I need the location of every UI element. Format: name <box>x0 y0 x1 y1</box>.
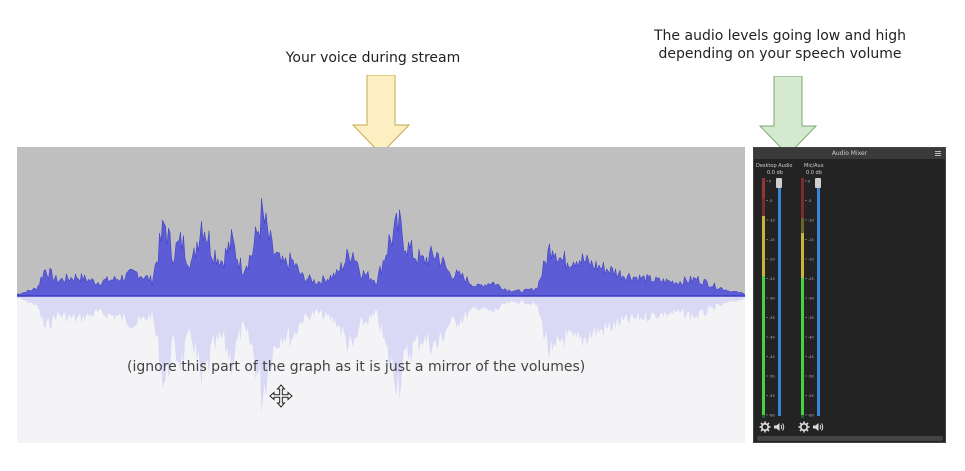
meter-tick-label: -50 <box>769 375 775 379</box>
volume-meter-desktop-audio: 0 -5 -10 -15 -20 -25 -30 -35 -40 -45 -50 -55 -60 <box>762 178 775 418</box>
mixer-title: Audio Mixer <box>831 150 868 157</box>
volume-slider-track-mic-aux[interactable] <box>817 178 820 416</box>
meter-tick-label: -45 <box>769 355 775 359</box>
meter-tick-label: -25 <box>769 277 775 281</box>
channel-name-desktop-audio: Desktop Audio <box>756 163 793 169</box>
meter-tick-label: -45 <box>808 355 814 359</box>
volume-slider-track-desktop-audio[interactable] <box>778 178 781 416</box>
waveform-graph <box>17 198 745 414</box>
meter-tick-label: -10 <box>808 219 814 223</box>
meter-tick-label: -25 <box>808 277 814 281</box>
meter-tick-label: -35 <box>769 316 775 320</box>
voice-caption: Your voice during stream <box>285 50 461 66</box>
volume-meter-mic-aux: 0 -5 -10 -15 -20 -25 -30 -35 -40 -45 -50 -55 -60 <box>801 178 814 418</box>
mixer-titlebar: Audio Mixer <box>754 148 945 159</box>
mixer-horizontal-scrollbar[interactable] <box>757 436 943 441</box>
meter-tick-label: -5 <box>808 199 812 203</box>
gear-icon[interactable] <box>759 421 771 433</box>
meter-tick-label: -15 <box>808 238 814 242</box>
meter-tick-label: -50 <box>808 375 814 379</box>
speaker-icon[interactable] <box>773 421 785 433</box>
meter-tick-label: 0 <box>769 180 771 184</box>
volume-slider-knob-desktop-audio[interactable] <box>776 178 782 188</box>
meter-tick-label: -30 <box>769 297 775 301</box>
meter-tick-label: 0 <box>808 180 810 184</box>
waveform-panel: (ignore this part of the graph as it is … <box>17 147 745 443</box>
meter-tick-label: -20 <box>769 258 775 262</box>
meter-tick-label: -40 <box>808 336 814 340</box>
meter-tick-label: -60 <box>769 414 775 418</box>
waveform-mirror <box>17 296 745 414</box>
meter-tick-label: -40 <box>769 336 775 340</box>
meter-scale-mic-aux: 0 -5 -10 -15 -20 -25 -30 -35 -40 -45 -50 -55 -60 <box>805 180 814 418</box>
meter-tick-label: -60 <box>808 414 814 418</box>
meter-tick-label: -10 <box>769 219 775 223</box>
levels-caption-line1: The audio levels going low and high <box>654 28 906 44</box>
yellow-down-arrow <box>352 75 410 155</box>
meter-tick-label: -35 <box>808 316 814 320</box>
speaker-icon[interactable] <box>812 421 824 433</box>
meter-tick-label: -5 <box>769 199 773 203</box>
volume-slider-knob-mic-aux[interactable] <box>815 178 821 188</box>
green-down-arrow <box>759 76 817 156</box>
channel-db-mic-aux: 0.0 db <box>806 170 822 176</box>
meter-tick-label: -55 <box>769 394 775 398</box>
meter-tick-label: -30 <box>808 297 814 301</box>
gear-icon[interactable] <box>798 421 810 433</box>
meter-tick-label: -20 <box>808 258 814 262</box>
levels-caption: The audio levels going low and high depe… <box>630 27 930 63</box>
panel-menu-icon[interactable] <box>935 150 941 156</box>
audio-mixer-panel: Audio Mixer Desktop Audio 0.0 db 0 -5 -10 -… <box>753 147 946 443</box>
waveform-volume <box>17 198 745 297</box>
move-cursor-icon <box>269 384 293 408</box>
meter-tick-label: -55 <box>808 394 814 398</box>
meter-tick-label: -15 <box>769 238 775 242</box>
mirror-note: (ignore this part of the graph as it is … <box>127 359 586 375</box>
levels-caption-line2: depending on your speech volume <box>658 46 902 62</box>
meter-scale-desktop-audio: 0 -5 -10 -15 -20 -25 -30 -35 -40 -45 -50 -55 -60 <box>766 180 775 418</box>
channel-db-desktop-audio: 0.0 db <box>767 170 783 176</box>
channel-name-mic-aux: Mic/Aux <box>804 163 824 169</box>
